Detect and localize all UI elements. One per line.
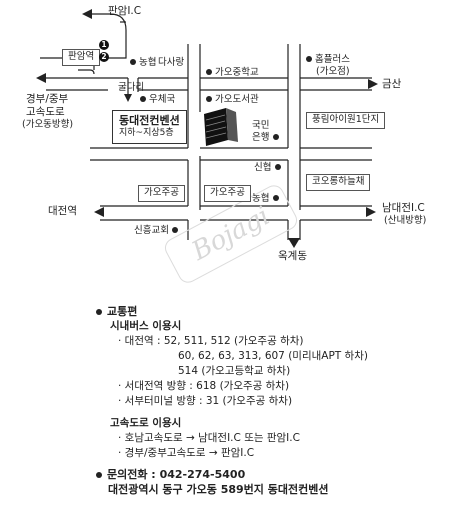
bus-line: 514 (가오고등학교 하차) xyxy=(178,365,291,377)
gaoh-middle-school-label: 가오중학교 xyxy=(206,67,259,78)
dasarang-label: 다사랑 xyxy=(158,57,185,68)
gyeongbu-label: 경부/중부 xyxy=(26,93,69,105)
gaoh-jugong-left-label: 가오주공 xyxy=(138,185,185,202)
bank-label: 은행 xyxy=(252,132,282,143)
arrow-underpass xyxy=(124,94,132,102)
geumsan-label: 금산 xyxy=(382,78,402,90)
address: 대전광역시 동구 가오동 589번지 동대전컨벤션 xyxy=(108,483,329,496)
sannae-direction-label: (산내방향) xyxy=(384,215,427,226)
bus-line: · 대전역 : 52, 511, 512 (가오주공 하차) xyxy=(118,335,304,347)
gaoh-jugong-right-label: 가오주공 xyxy=(204,185,251,202)
shinheung-church-label: 신흥교회 xyxy=(134,225,181,236)
nonghyup-bottom-label: 농협 xyxy=(252,193,282,204)
arrow-pangyo-ic xyxy=(82,9,92,19)
poi-dot-icon xyxy=(272,195,279,201)
city-bus-title: 시내버스 이용시 xyxy=(110,320,182,332)
kolon-apt-label: 코오롱하늘채 xyxy=(306,174,371,191)
poi-dot-icon xyxy=(272,134,279,140)
kookmin-bank-label: 국민 xyxy=(252,120,270,131)
main-road-north xyxy=(138,77,372,91)
poi-dot-icon xyxy=(306,56,312,62)
gaodong-direction-label: (가오동방향) xyxy=(22,119,74,130)
convention-floors: 지하~지상5층 xyxy=(119,128,174,139)
bus-line: 60, 62, 63, 313, 607 (미리내APT 하차) xyxy=(178,350,368,362)
nonghyup-top-label: 농협 xyxy=(130,57,156,68)
daejeon-station-label: 대전역 xyxy=(48,205,77,217)
convention-name: 동대전컨벤션 xyxy=(119,114,180,127)
marker-2-icon: 2 xyxy=(99,52,109,62)
arrow-west-highway xyxy=(36,73,46,83)
vertical-road-center xyxy=(187,44,201,210)
main-road-south xyxy=(100,205,372,221)
highway-title: 고속도로 이용시 xyxy=(110,417,182,429)
poi-dot-icon xyxy=(206,96,212,102)
marker-1-icon: 1 xyxy=(99,40,109,50)
bus-line: · 서대전역 방향 : 618 (가오주공 하차) xyxy=(118,380,290,392)
road-network xyxy=(36,9,378,248)
poi-dot-icon xyxy=(130,59,136,65)
contact-line: 문의전화 : 042-274-5400 xyxy=(96,467,446,482)
pangyo-station-label: 판암역 xyxy=(62,49,101,66)
homeplus-branch-label: (가오점) xyxy=(316,66,350,77)
highway-line: · 호남고속도로 → 남대전I.C 또는 판암I.C xyxy=(118,432,300,444)
phone-number: 042-274-5400 xyxy=(159,468,246,481)
middle-road xyxy=(90,147,372,161)
daejeon-ic-label: 남대전I.C xyxy=(382,202,425,214)
poi-dot-icon xyxy=(172,227,178,233)
location-map: Bojagi 판암I.C 판암역 1 2 농협 다사랑 가오중학교 홈플러스 (… xyxy=(22,5,427,287)
bullet-icon xyxy=(96,308,102,315)
okgye-label: 옥계동 xyxy=(278,250,307,262)
vertical-road-east xyxy=(287,44,301,210)
arrow-okgye xyxy=(288,238,300,248)
shinhyup-label: 신협 xyxy=(254,162,284,173)
bus-line: · 서부터미널 방향 : 31 (가오주공 하차) xyxy=(118,395,293,407)
road-south-ends xyxy=(187,220,301,240)
building-icon xyxy=(204,108,238,146)
post-office-label: 우체국 xyxy=(140,94,175,105)
transport-section-title: 교통편 xyxy=(96,304,446,319)
highway-label: 고속도로 xyxy=(26,106,65,118)
pangyo-ic-label: 판암I.C xyxy=(108,5,142,17)
poi-dot-icon xyxy=(274,164,281,170)
road-west-outer xyxy=(46,77,128,91)
highway-line: · 경부/중부고속도로 → 판암I.C xyxy=(118,447,255,459)
convention-center-box: 동대전컨벤션 지하~지상5층 xyxy=(112,110,187,144)
pungnim-apt-label: 풍림아이원1단지 xyxy=(306,112,386,129)
library-label: 가오도서관 xyxy=(206,94,259,105)
arrow-daejeon-station xyxy=(94,207,104,217)
arrow-geumsan xyxy=(368,79,378,89)
homeplus-label: 홈플러스 xyxy=(306,54,350,65)
poi-dot-icon xyxy=(206,69,212,75)
bullet-icon xyxy=(96,471,102,478)
arrow-daejeon-ic xyxy=(366,207,376,217)
directions-info: 교통편 시내버스 이용시 · 대전역 : 52, 511, 512 (가오주공 … xyxy=(96,304,446,497)
underpass-label: 굴다리 xyxy=(118,82,145,93)
road-connectors xyxy=(187,160,289,206)
poi-dot-icon xyxy=(140,96,146,102)
